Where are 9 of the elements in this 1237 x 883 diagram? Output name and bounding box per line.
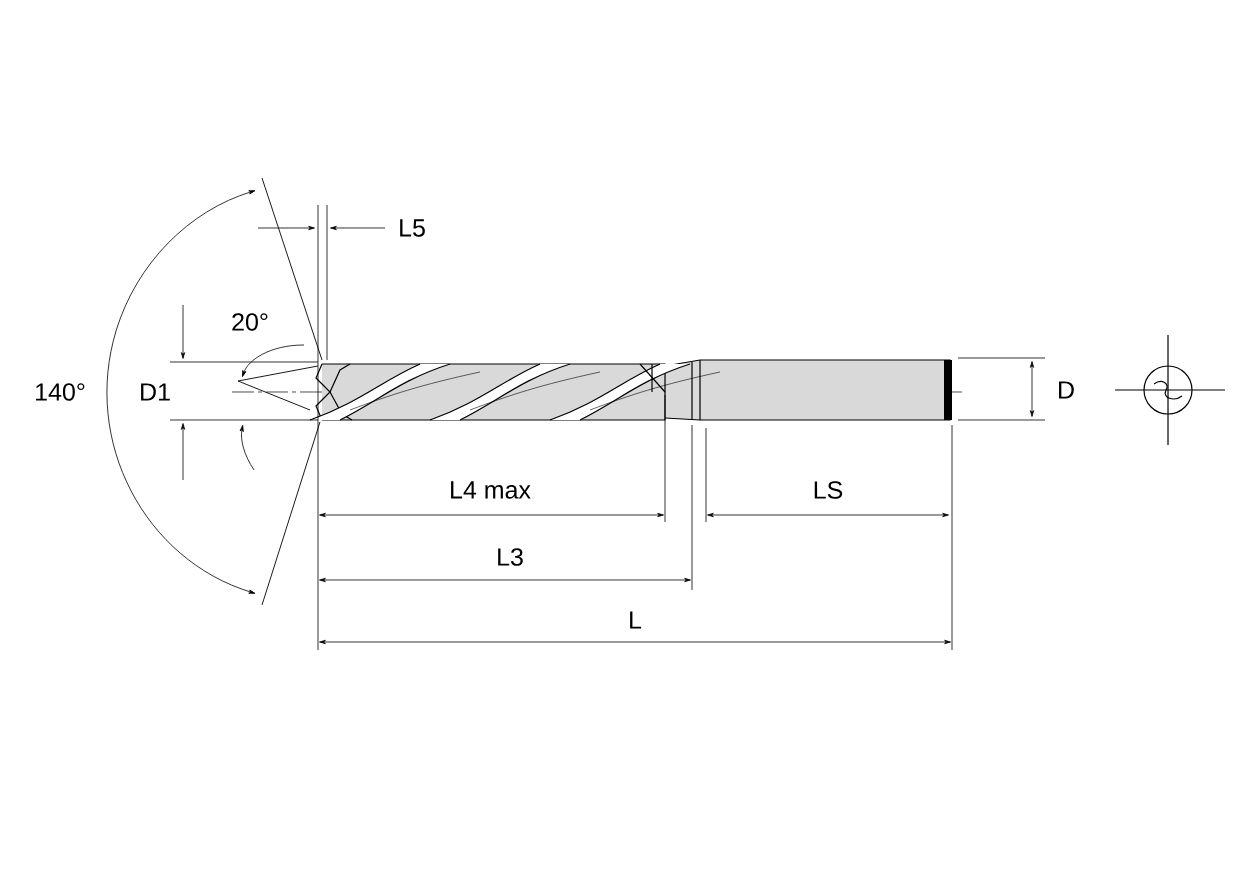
dimension-label: 140° xyxy=(36,383,85,401)
dimension-label: D1 xyxy=(141,383,170,401)
dimension-label: 20° xyxy=(232,313,268,331)
dimension-label: L3 xyxy=(498,548,523,566)
dimension-label: D xyxy=(1059,381,1074,399)
dimension-label: L4 max xyxy=(451,481,531,499)
dimension-label: L xyxy=(630,611,642,629)
dimension-label: LS xyxy=(814,481,843,499)
dimension-label: L5 xyxy=(400,219,425,237)
